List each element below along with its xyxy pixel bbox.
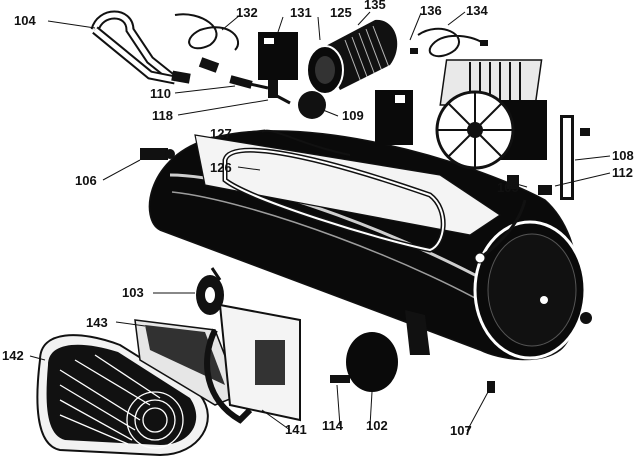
part-label-110: 110 (150, 86, 171, 101)
capacitor-part (375, 90, 413, 145)
part-label-142: 142 (2, 348, 24, 363)
part-label-143: 143 (86, 315, 108, 330)
safety-valve-part (560, 115, 590, 200)
part-label-105: 105 (497, 180, 519, 195)
part-label-126: 126 (210, 160, 232, 175)
belt-guard-front-part (36, 334, 209, 457)
part-label-108: 108 (612, 148, 634, 163)
part-label-132: 132 (236, 5, 258, 20)
part-label-109: 109 (342, 108, 364, 123)
part-label-102: 102 (366, 418, 388, 433)
part-label-118: 118 (152, 108, 173, 123)
power-cable-part (174, 13, 488, 58)
part-label-114: 114 (322, 418, 344, 433)
leader-lines (29, 11, 611, 432)
part-label-136: 136 (420, 3, 442, 18)
part-label-104: 104 (14, 13, 36, 28)
pressure-switch-part (231, 32, 298, 105)
motor-part (306, 19, 398, 95)
part-label-112: 112 (612, 165, 633, 180)
handle-part (90, 10, 220, 85)
part-label-125: 125 (330, 5, 352, 20)
part-label-141: 141 (285, 422, 307, 437)
pump-head-part (435, 59, 547, 170)
air-tank (148, 130, 587, 361)
part-label-134: 134 (466, 3, 488, 18)
part-label-106: 106 (75, 173, 97, 188)
belt-guard-back-part (134, 303, 301, 424)
part-label-107: 107 (450, 423, 472, 438)
part-labels: 104 132 131 125 135 136 134 110 118 109 … (2, 0, 634, 438)
part-label-135: 135 (364, 0, 386, 12)
part-label-131: 131 (290, 5, 312, 20)
small-parts (140, 75, 592, 393)
part-label-127: 127 (210, 126, 232, 141)
part-label-103: 103 (122, 285, 144, 300)
